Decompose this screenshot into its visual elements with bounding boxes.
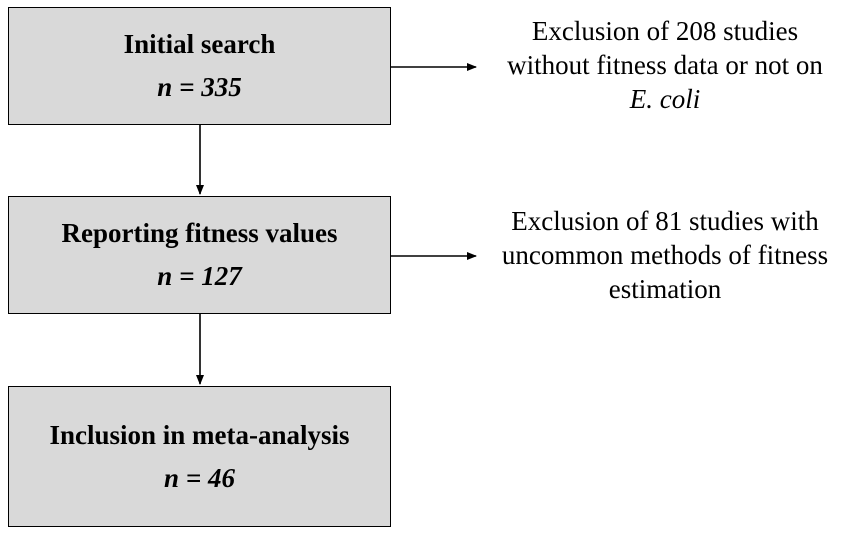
exclusion-line-italic: E. coli [480, 82, 850, 116]
exclusion-line: Exclusion of 208 studies [531, 16, 799, 46]
step-box-inclusion: Inclusion in meta-analysis n = 46 [8, 386, 391, 527]
step-count: n = 335 [157, 72, 242, 102]
step-title: Initial search [123, 29, 276, 59]
step-box-initial-search: Initial search n = 335 [8, 7, 391, 125]
step-title: Reporting fitness values [61, 218, 338, 248]
exclusion-note-2: Exclusion of 81 studies with uncommon me… [480, 204, 850, 306]
species-name: E. coli [629, 84, 701, 114]
exclusion-line: estimation [608, 274, 722, 304]
step-box-reporting-fitness: Reporting fitness values n = 127 [8, 196, 391, 314]
exclusion-line: uncommon methods of fitness [501, 240, 829, 270]
exclusion-line: without fitness data or not on [507, 50, 823, 80]
step-count: n = 46 [164, 462, 235, 493]
step-count: n = 127 [157, 261, 242, 291]
step-title: Inclusion in meta-analysis [49, 419, 350, 450]
exclusion-line: Exclusion of 81 studies with [511, 206, 819, 236]
exclusion-note-1: Exclusion of 208 studies without fitness… [480, 14, 850, 116]
